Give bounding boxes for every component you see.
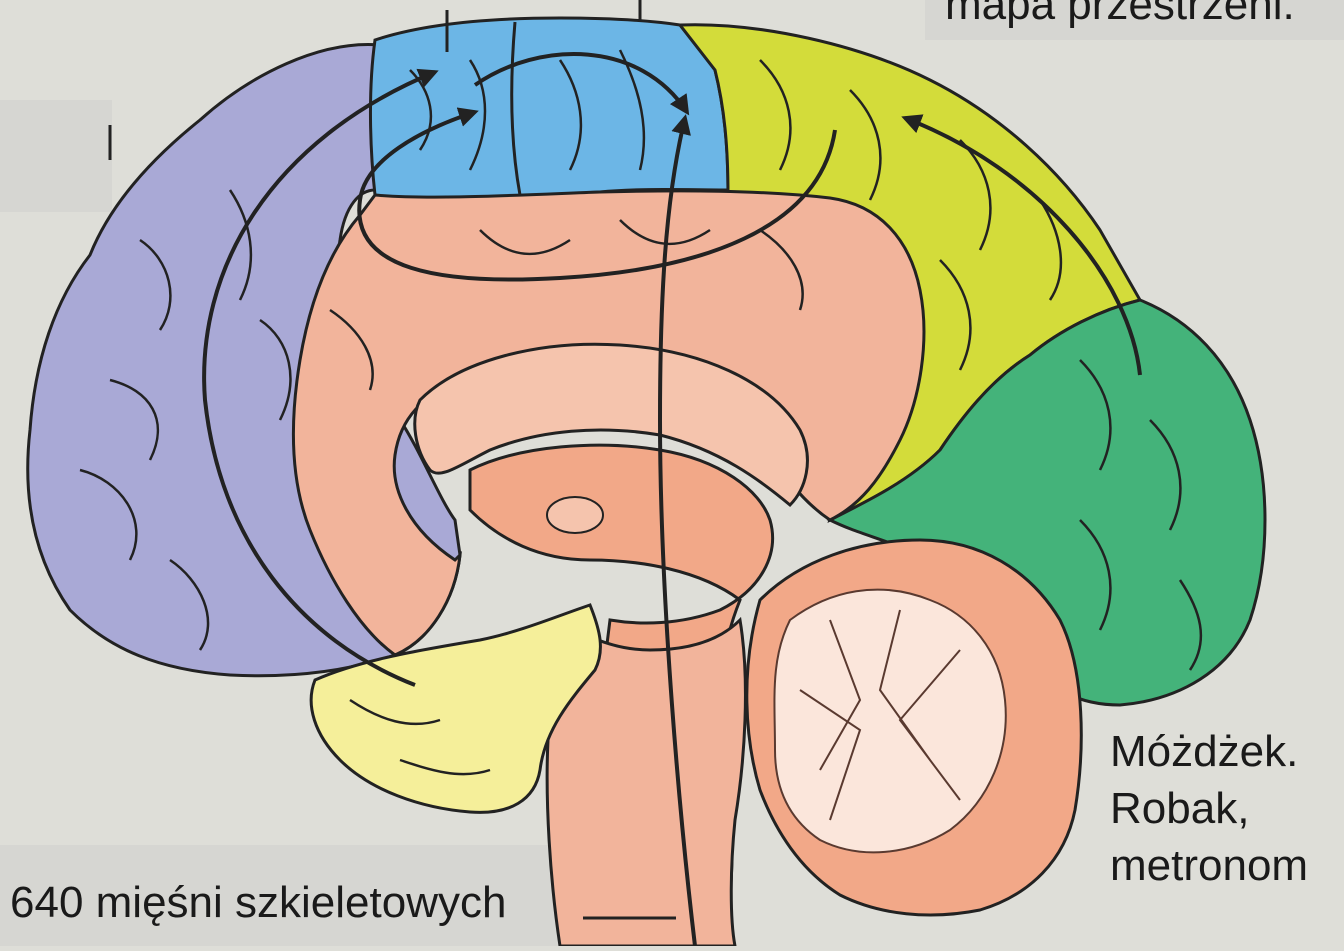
cerebellum-label-line3: metronom — [1110, 839, 1308, 893]
pineal-body — [547, 497, 603, 533]
left-label-box — [0, 100, 112, 212]
cerebellum-label-line1: Móżdżek. — [1110, 725, 1298, 779]
bottom-left-caption: 640 mięśni szkieletowych — [10, 876, 506, 930]
cerebellum-label-line2: Robak, — [1110, 782, 1249, 836]
top-right-caption: mapa przestrzeni. — [945, 0, 1295, 32]
